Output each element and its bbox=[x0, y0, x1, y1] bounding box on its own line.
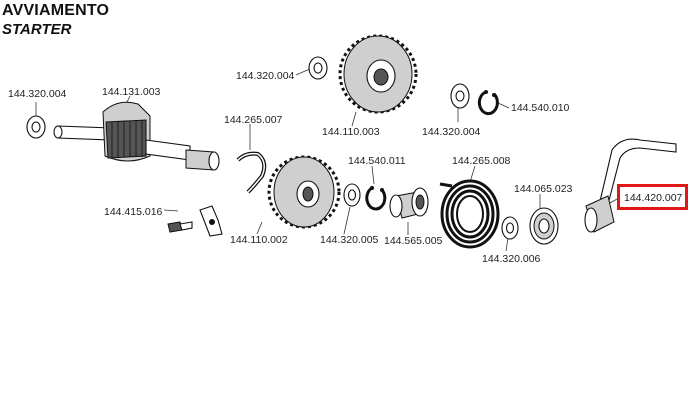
part-label[interactable]: 144.320.004 bbox=[8, 88, 67, 100]
bolt-144-415-016 bbox=[167, 205, 223, 237]
washer-144-320-005 bbox=[343, 183, 361, 207]
part-label[interactable]: 144.540.011 bbox=[348, 155, 406, 167]
kick-lever-144-420-007 bbox=[584, 138, 677, 233]
part-label[interactable]: 144.110.002 bbox=[230, 234, 288, 246]
part-label[interactable]: 144.540.010 bbox=[511, 102, 570, 114]
part-label[interactable]: 144.320.004 bbox=[422, 126, 481, 138]
part-label[interactable]: 144.565.005 bbox=[384, 235, 443, 247]
bearing-144-065-023 bbox=[529, 207, 559, 245]
washer-144-320-004-c bbox=[450, 83, 470, 109]
washer-144-320-006 bbox=[501, 216, 519, 240]
circlip-144-540-011 bbox=[365, 186, 387, 211]
starter-shaft-144-131-003 bbox=[53, 101, 220, 171]
part-label[interactable]: 144.320.004 bbox=[236, 70, 295, 82]
coil-spring-144-265-008 bbox=[439, 179, 500, 249]
part-label[interactable]: 144.065.023 bbox=[514, 183, 573, 195]
part-label[interactable]: 144.265.008 bbox=[452, 155, 511, 167]
spring-144-265-007 bbox=[236, 151, 267, 194]
part-label[interactable]: 144.110.003 bbox=[322, 126, 380, 138]
highlight-box bbox=[617, 184, 688, 210]
washer-144-320-004-b bbox=[308, 56, 328, 80]
washer-144-320-004-a bbox=[26, 115, 46, 139]
part-label[interactable]: 144.320.006 bbox=[482, 253, 541, 265]
part-label-highlighted[interactable]: 144.420.007 bbox=[624, 192, 683, 204]
diagram-subtitle: STARTER bbox=[2, 21, 72, 38]
part-label[interactable]: 144.320.005 bbox=[320, 234, 379, 246]
part-label[interactable]: 144.415.016 bbox=[104, 206, 163, 218]
gear-144-110-003 bbox=[338, 34, 418, 114]
part-label[interactable]: 144.265.007 bbox=[224, 114, 283, 126]
circlip-144-540-010 bbox=[477, 90, 499, 116]
bushing-144-565-005 bbox=[389, 187, 429, 219]
part-label[interactable]: 144.131.003 bbox=[102, 86, 161, 98]
gear-144-110-002 bbox=[267, 155, 341, 229]
diagram-title: AVVIAMENTO bbox=[2, 2, 110, 19]
